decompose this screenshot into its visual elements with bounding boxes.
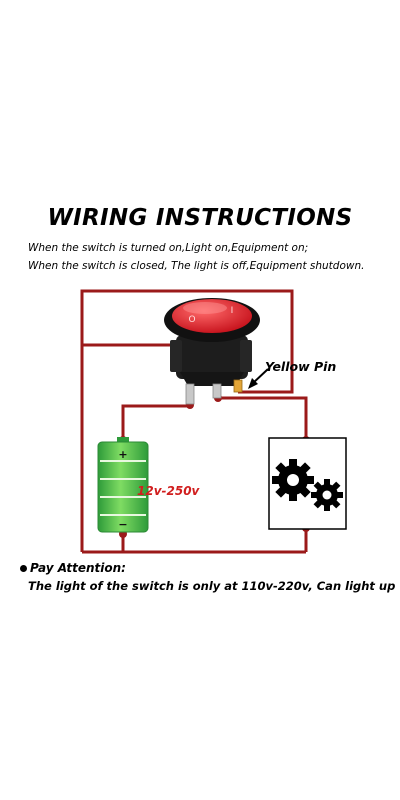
attention-heading-text: Pay Attention: xyxy=(30,561,126,575)
battery-minus-sign: − xyxy=(118,518,127,531)
page-title: WIRING INSTRUCTIONS xyxy=(47,205,353,231)
wire-battery-positive xyxy=(121,404,192,440)
attention-body: The light of the switch is only at 110v-… xyxy=(28,579,396,593)
wire-top-loop xyxy=(80,289,294,394)
attention-heading: Pay Attention: xyxy=(20,561,126,575)
yellow-pin-label: Yellow Pin xyxy=(265,359,336,374)
battery-plus-sign: + xyxy=(118,448,127,461)
equipment-box xyxy=(268,437,347,530)
bullet-icon xyxy=(20,565,27,572)
voltage-label: 12v-250v xyxy=(137,484,201,498)
instruction-line-off: When the switch is closed, The light is … xyxy=(28,260,365,272)
rocker-switch-icon: O I xyxy=(164,298,260,405)
instruction-line-on: When the switch is turned on,Light on,Eq… xyxy=(28,242,309,254)
arrow-icon xyxy=(248,368,269,389)
battery-icon: + − xyxy=(97,437,149,533)
switch-on-mark: I xyxy=(231,306,234,316)
wire-device-top xyxy=(218,396,308,440)
switch-off-mark: O xyxy=(188,315,195,325)
